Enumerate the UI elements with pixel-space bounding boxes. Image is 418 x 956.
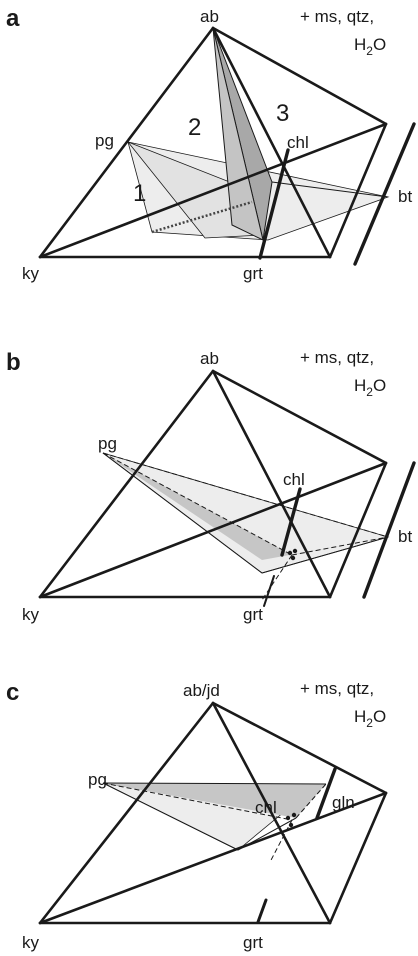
region-label-3: 3 (276, 100, 289, 127)
vertex-label-chl: chl (283, 470, 305, 489)
edge-ab-grt (211, 26, 332, 259)
water-sub: 2 (366, 385, 373, 399)
vertex-label-ab: ab (200, 349, 219, 368)
panel-a: a ab + ms, qtz, H2O pg chl bt ky grt 1 2… (6, 5, 416, 283)
panel-letter-a: a (6, 5, 20, 32)
vertex-label-bt: bt (398, 527, 412, 546)
chl-bar (258, 148, 290, 260)
water-o: O (373, 376, 386, 395)
assemblage-line1: + ms, qtz, (300, 679, 374, 698)
edge-ky-right (38, 122, 388, 259)
edge-ky-right (38, 791, 388, 925)
vertex-label-grt: grt (243, 605, 263, 624)
panel-letter-c: c (6, 679, 19, 706)
solid-pg-gln (102, 782, 327, 785)
edge-right-grt (328, 122, 388, 259)
vertex-label-ab: ab (200, 7, 219, 26)
edge-ab-right (211, 369, 388, 465)
vertex-label-gln: gln (332, 793, 355, 812)
solid-grt-bt (261, 536, 389, 574)
chl-bar (280, 487, 302, 557)
solid-pg-grt (102, 452, 263, 574)
panel-b: b ab + ms, qtz, H2O pg chl bt ky grt (6, 348, 416, 624)
vertex-label-grt: grt (243, 933, 263, 952)
chl-dot-2 (291, 812, 297, 818)
edge-ab-grt (211, 369, 332, 599)
chl-dot-3 (290, 555, 296, 561)
edge-ab-grt (211, 701, 332, 925)
water-sub: 2 (366, 44, 373, 58)
edge-ky-right (38, 461, 388, 599)
water-o: O (373, 35, 386, 54)
water-h: H (354, 707, 366, 726)
vertex-label-chl: chl (287, 133, 309, 152)
water-h: H (354, 35, 366, 54)
tie-chl-bt (271, 181, 389, 198)
chl-dot-2 (292, 548, 298, 554)
chl-dot-1 (285, 815, 291, 821)
region-label-1: 1 (133, 180, 146, 207)
vertex-label-pg: pg (88, 770, 107, 789)
vertex-label-chl: chl (255, 798, 277, 817)
dash-pg-bt (102, 452, 389, 538)
assemblage-line2: H2O (354, 376, 386, 399)
region-label-2: 2 (188, 114, 201, 141)
assemblage-line1: + ms, qtz, (300, 7, 374, 26)
vertex-label-grt: grt (243, 264, 263, 283)
dash-pg-chl (102, 452, 293, 556)
vertex-label-ky: ky (22, 264, 40, 283)
vertex-label-pg: pg (98, 434, 117, 453)
grt-bar-lower (256, 898, 268, 924)
chl-dot-1 (287, 550, 293, 556)
edge-ab-ky (38, 26, 215, 259)
water-h: H (354, 376, 366, 395)
edge-ab-right (211, 701, 388, 795)
grt-bar-lower (263, 575, 275, 607)
vertex-label-ab-jd: ab/jd (183, 681, 220, 700)
bt-side-bar (362, 461, 416, 599)
plane-pg-chl-bt-dark (103, 453, 388, 560)
edge-right-grt (328, 461, 388, 599)
panel-letter-b: b (6, 349, 21, 376)
edge-right-grt (328, 791, 388, 925)
edge-ab-ky (38, 369, 215, 599)
assemblage-line2: H2O (354, 35, 386, 58)
vertex-label-pg: pg (95, 131, 114, 150)
dash-pg-chl (102, 782, 293, 821)
vertex-label-bt: bt (398, 187, 412, 206)
vertex-label-ky: ky (22, 933, 40, 952)
vertex-label-ky: ky (22, 605, 40, 624)
water-sub: 2 (366, 716, 373, 730)
chl-dot-3 (288, 822, 294, 828)
bt-side-bar (353, 122, 416, 266)
edge-ab-right (211, 26, 388, 126)
solid-pg-grt (102, 782, 239, 851)
water-o: O (373, 707, 386, 726)
edge-ab-ky (38, 701, 215, 925)
plane-ab-grt-mid (212, 27, 264, 241)
assemblage-line1: + ms, qtz, (300, 348, 374, 367)
panel-c: c ab/jd + ms, qtz, H2O pg chl gln ky grt (6, 679, 388, 952)
tie-dotted (151, 200, 253, 234)
assemblage-line2: H2O (354, 707, 386, 730)
gln-bar (315, 767, 337, 820)
dash-chl-grt (261, 554, 293, 601)
